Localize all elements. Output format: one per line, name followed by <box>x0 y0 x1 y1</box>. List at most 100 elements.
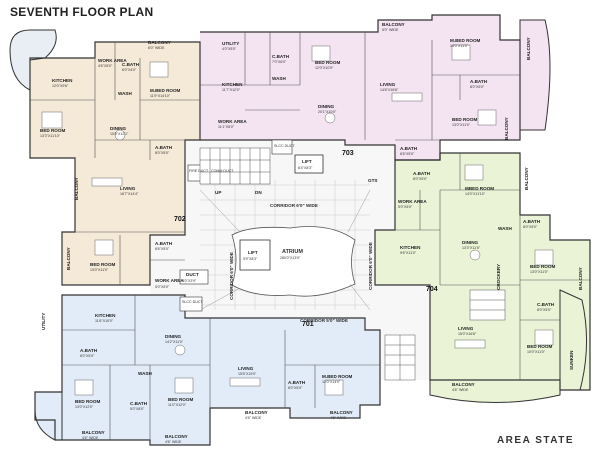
room-name: BED ROOM <box>90 262 115 267</box>
room-dim: 5'0"X8'0" <box>130 407 145 411</box>
outer-wall-702 <box>29 41 201 286</box>
outer-wall-703 <box>200 14 521 161</box>
room-dim: 4'6"X5'0" <box>98 64 113 68</box>
room-name: A.BATH <box>413 171 431 176</box>
room-dim: 13'0"X12'0" <box>75 405 94 409</box>
room-dim: 8'0"X5'0" <box>537 308 552 312</box>
lift-b-dim: 5'9"X8'3" <box>243 257 258 261</box>
room-name: MBED ROOM <box>465 186 494 191</box>
room-name: A.BATH <box>155 241 173 246</box>
room-name: KITCHEN <box>52 78 73 83</box>
room-name: BALCONY <box>82 430 105 435</box>
room-dim: 12'0"X10'9" <box>315 66 334 70</box>
room-name: BALCONY <box>148 40 171 45</box>
unit-number-702: 702 <box>174 216 186 223</box>
unit-702-area <box>30 42 200 285</box>
room-dim: 8'6"X5'0" <box>155 247 170 251</box>
room-name: DINING <box>462 240 479 245</box>
room-name: WORK AREA <box>398 199 427 204</box>
room-name: WASH <box>272 76 286 81</box>
gts-label: GTS <box>368 178 377 183</box>
room-name: BALCONY <box>578 267 583 290</box>
room-name: M.BED ROOM <box>150 88 181 93</box>
room-dim: 4'6" WIDE <box>245 416 262 420</box>
rooms-703: UTILITY 4'0"X5'0" C.BATH 7'0"X6'0" BED R… <box>218 22 531 156</box>
room-dim: 13'0"X11'0" <box>530 270 549 274</box>
room-name: SUNKEN <box>569 350 574 370</box>
room-name: A.BATH <box>400 146 418 151</box>
unit-703-area <box>200 15 520 160</box>
unit-701-area <box>35 295 380 445</box>
duct-label: DUCT <box>186 272 199 277</box>
room-dim: 9'6"X11'0" <box>400 251 417 255</box>
room-dim: 12'0"X9'6" <box>52 84 69 88</box>
room-name: DINING <box>165 334 182 339</box>
slc-duct <box>271 139 293 155</box>
room-dim: 4'0"X5'0" <box>222 47 237 51</box>
room-dim: 11'0"X12'0" <box>168 403 187 407</box>
room-dim: 8'0"X5'0" <box>288 386 303 390</box>
room-name: LIVING <box>238 366 254 371</box>
lift-shaft-b <box>239 239 271 271</box>
room-dim: 13'3"X11'10" <box>40 134 61 138</box>
curved-balcony-top-right <box>519 19 551 131</box>
staircase-bottom <box>384 334 416 381</box>
room-name: LIVING <box>380 82 396 87</box>
room-dim: 4'6" WIDE <box>165 440 182 444</box>
fire-duct-label: FIRE DUCT <box>189 169 209 173</box>
lift-b-label: LIFT <box>248 250 258 255</box>
slc-duct-label: SLCC DUCT <box>274 144 295 148</box>
unit-number-703: 703 <box>342 150 354 157</box>
rooms-702: KITCHEN 12'0"X9'6" WORK AREA 4'6"X5'0" W… <box>40 40 184 289</box>
unit-number-704: 704 <box>426 286 438 293</box>
outer-wall-701 <box>34 294 381 446</box>
curved-balcony-top-left <box>9 29 57 91</box>
room-dim: 11'1"X5'0" <box>218 125 235 129</box>
bed-icon <box>74 379 94 396</box>
room-name: BALCONY <box>74 177 79 200</box>
room-name: BED ROOM <box>75 399 100 404</box>
room-dim: 16'7"X14'4" <box>120 192 139 196</box>
room-dim: 13'0"X11'0" <box>90 268 109 272</box>
room-name: A.BATH <box>80 348 98 353</box>
sofa-icon <box>229 377 261 387</box>
stair-up-label: UP <box>215 190 221 195</box>
curved-balcony-right <box>559 289 587 391</box>
room-dim: 6'0"X4'0" <box>122 68 137 72</box>
room-dim: 8'6"X5'0" <box>400 152 415 156</box>
room-name: WASH <box>498 226 512 231</box>
atrium-dim: 280'0"X13'0" <box>280 256 301 260</box>
room-dim: 5'0"X5'0" <box>155 285 170 289</box>
bed-icon <box>41 111 63 129</box>
room-dim: 4'6" WIDE <box>330 416 347 420</box>
room-dim: 15'5"X19'0" <box>238 372 257 376</box>
room-dim: 11'9"X14'10" <box>150 94 171 98</box>
room-dim: 8'0"X5'0" <box>413 177 428 181</box>
corridor-label-left: CORRIDOR 6'0" WIDE <box>229 252 234 300</box>
slc-duct-2 <box>179 296 203 312</box>
room-name: WORK AREA <box>98 58 127 63</box>
lift-shaft-a <box>294 154 324 174</box>
room-name: BALCONY <box>452 382 475 387</box>
room-name: WASH <box>138 371 152 376</box>
room-dim: 5'0" WIDE <box>382 28 399 32</box>
dining-table-icon <box>469 249 481 261</box>
room-name: A.BATH <box>523 219 541 224</box>
corridor-label-right: CORRIDOR 6'0" WIDE <box>368 242 373 290</box>
room-name: BED ROOM <box>527 344 552 349</box>
sofa-icon <box>391 92 423 102</box>
room-name: WORK AREA <box>155 278 184 283</box>
dining-table-icon <box>324 112 336 124</box>
stair-dn-label: DN <box>255 190 262 195</box>
room-dim: 4'6" WIDE <box>82 436 99 440</box>
bed-icon <box>311 45 331 62</box>
room-dim: 14'0"X11'10" <box>465 192 486 196</box>
room-dim: 11'6"X10'0" <box>95 319 114 323</box>
room-name: C.BATH <box>130 401 148 406</box>
bed-icon <box>174 377 194 394</box>
room-name: BALCONY <box>504 117 509 140</box>
room-name: M.BED ROOM <box>450 38 481 43</box>
staircase-704 <box>469 289 506 321</box>
room-name: C.BATH <box>537 302 555 307</box>
